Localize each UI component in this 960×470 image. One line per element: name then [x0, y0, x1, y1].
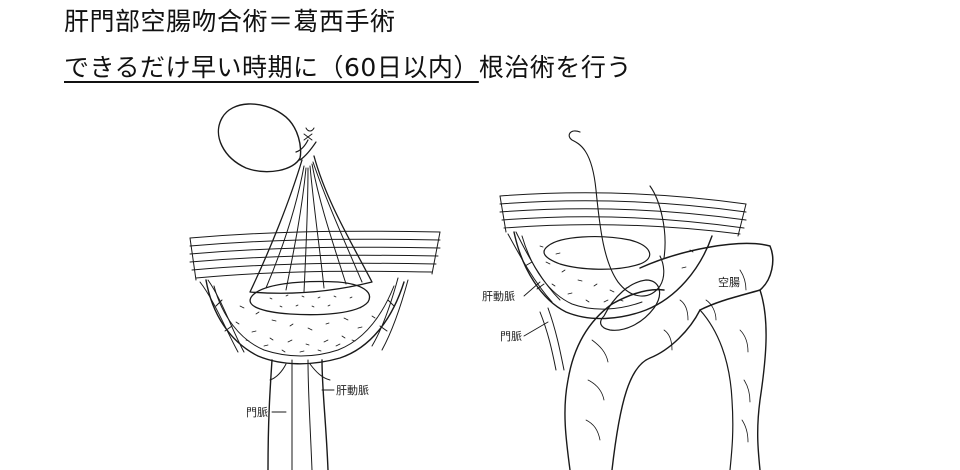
- right-liver-band: [499, 192, 747, 237]
- left-anastomosis: [249, 280, 371, 316]
- jejunum-loop: [564, 242, 774, 470]
- suture-tie: [303, 127, 315, 141]
- label-portal-vein-right: 門脈: [500, 329, 522, 343]
- left-vessel-trunk: [267, 359, 331, 470]
- right-anastomosis-lower: [600, 279, 661, 331]
- subtitle-rest: 根治術を行う: [478, 53, 632, 82]
- right-illustration: [499, 130, 774, 470]
- right-vessel-trunk: [539, 307, 565, 371]
- right-anastomosis-upper: [543, 236, 651, 270]
- subtitle-underlined-part: できるだけ早い時期に（60日以内）: [64, 53, 479, 82]
- left-liver-band: [189, 230, 441, 281]
- gallbladder: [217, 103, 302, 173]
- right-hepatic-artery-leader: [523, 281, 541, 297]
- cystic-duct: [295, 139, 317, 161]
- suture-thread-2: [649, 185, 666, 259]
- label-portal-vein-left: 門脈: [246, 405, 268, 419]
- slide-title: 肝門部空腸吻合術＝葛西手術: [64, 7, 396, 36]
- right-portal-vein-leader: [523, 321, 549, 337]
- suture-thread: [568, 130, 665, 297]
- hilar-fibrous-cone: [249, 155, 373, 294]
- left-illustration: [189, 103, 441, 470]
- right-side-vessels: [507, 231, 561, 303]
- left-side-vessels: [199, 277, 409, 353]
- right-hilum-cavity: [513, 231, 713, 331]
- label-jejunum: 空腸: [718, 275, 740, 289]
- label-hepatic-artery-right: 肝動脈: [482, 289, 515, 303]
- label-hepatic-artery-left: 肝動脈: [336, 383, 369, 397]
- slide-subtitle: できるだけ早い時期に（60日以内）根治術を行う: [64, 52, 632, 84]
